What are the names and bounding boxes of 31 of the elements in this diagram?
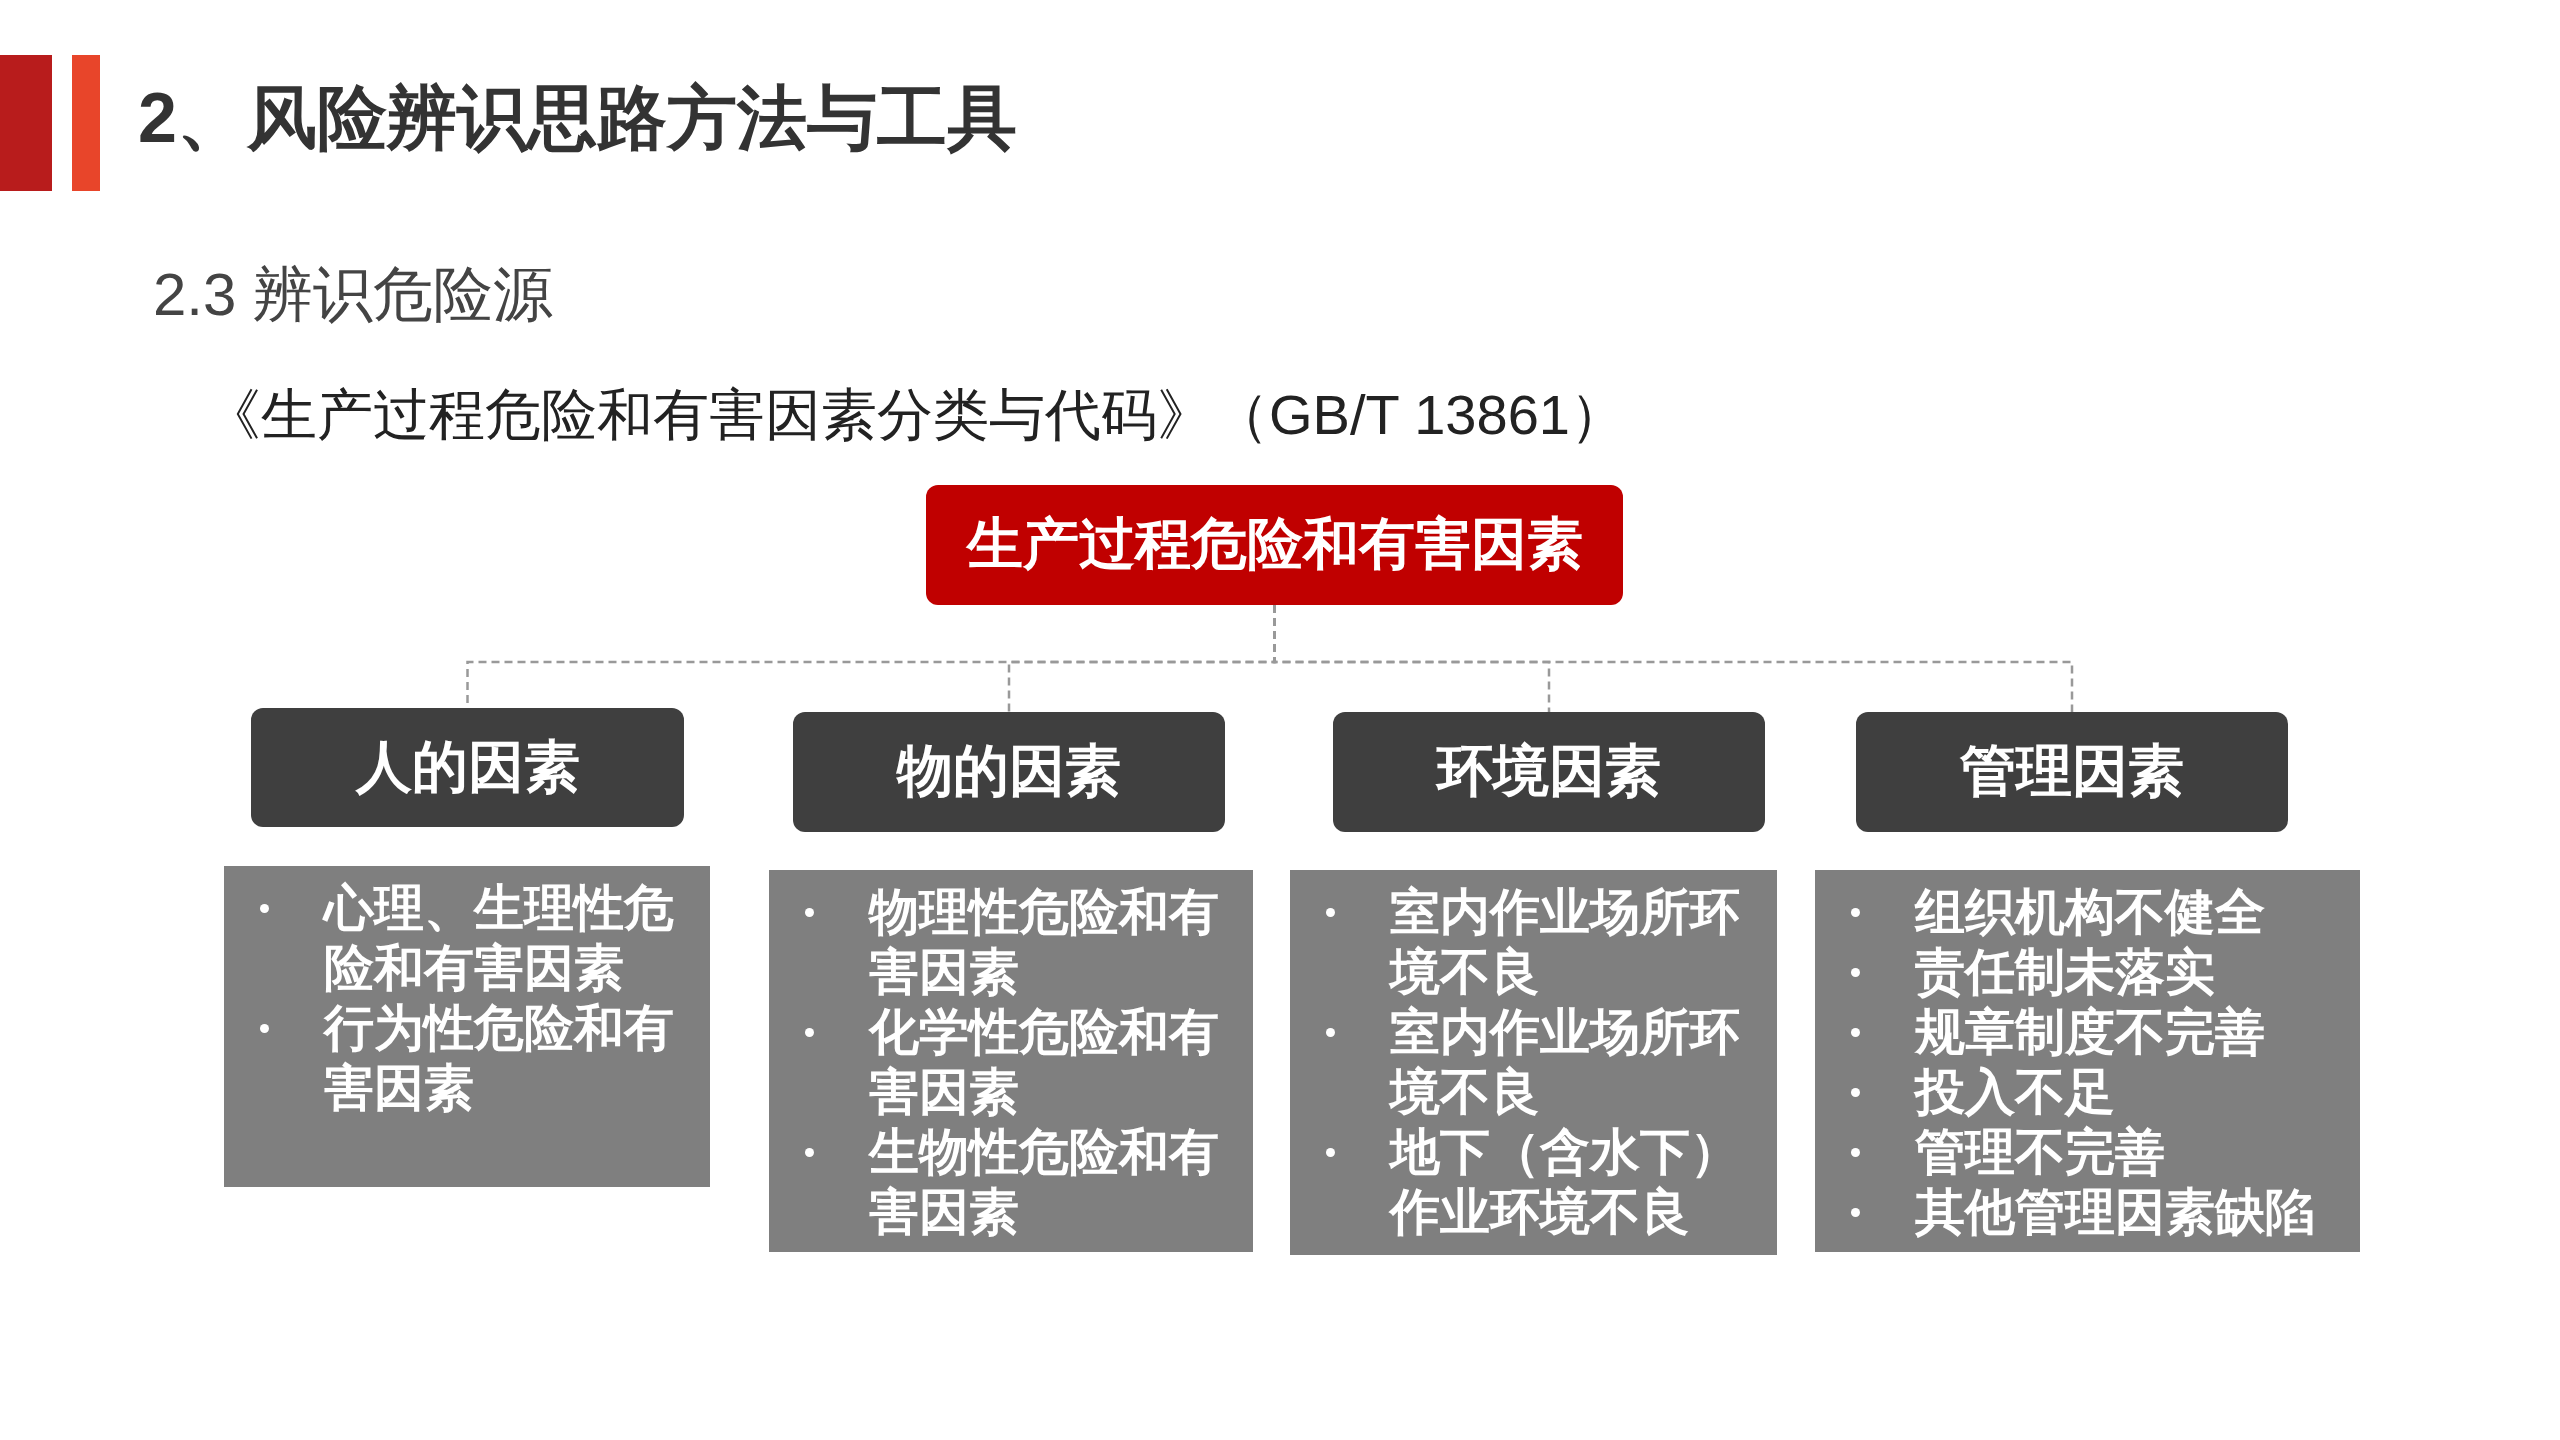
box-label: 环境因素 bbox=[1437, 738, 1661, 804]
category-box bbox=[251, 708, 684, 827]
bullet-item: 责任制未落实 bbox=[1835, 942, 2315, 1002]
category-box bbox=[1856, 712, 2288, 832]
bullet-item: 物理性危险和有害因素 bbox=[789, 882, 1243, 1002]
bullet-item: 心理、生理性危险和有害因素 bbox=[244, 878, 700, 998]
standard-reference: 《生产过程危险和有害因素分类与代码》（GB/T 13861） bbox=[205, 382, 1626, 448]
list-box bbox=[1815, 870, 2360, 1252]
bullet-item: 室内作业场所环境不良 bbox=[1310, 882, 1767, 1002]
bullet-item: 室内作业场所环境不良 bbox=[1310, 1002, 1767, 1122]
bullet-item: 其他管理因素缺陷 bbox=[1835, 1182, 2315, 1242]
bullet-item: 组织机构不健全 bbox=[1835, 882, 2315, 942]
bullet-item: 地下（含水下）作业环境不良 bbox=[1310, 1122, 1767, 1242]
bullet-item: 规章制度不完善 bbox=[1835, 1002, 2315, 1062]
section-heading: 2.3 辨识危险源 bbox=[153, 260, 554, 330]
bullet-item: 行为性危险和有害因素 bbox=[244, 998, 700, 1118]
list-box bbox=[1290, 870, 1777, 1255]
root-box bbox=[926, 485, 1623, 605]
bullet-item: 投入不足 bbox=[1835, 1062, 2315, 1122]
bullet-item: 管理不完善 bbox=[1835, 1122, 2315, 1182]
list-box bbox=[769, 870, 1253, 1252]
slide-title: 2、风险辨识思路方法与工具 bbox=[138, 78, 1017, 159]
list-box bbox=[224, 866, 710, 1187]
box-label: 管理因素 bbox=[1960, 738, 2184, 804]
box-label: 生产过程危险和有害因素 bbox=[966, 511, 1583, 577]
category-box bbox=[1333, 712, 1765, 832]
category-box bbox=[793, 712, 1225, 832]
bullet-item: 生物性危险和有害因素 bbox=[789, 1122, 1243, 1242]
box-label: 物的因素 bbox=[897, 738, 1121, 804]
box-label: 人的因素 bbox=[355, 733, 580, 800]
bullet-item: 化学性危险和有害因素 bbox=[789, 1002, 1243, 1122]
